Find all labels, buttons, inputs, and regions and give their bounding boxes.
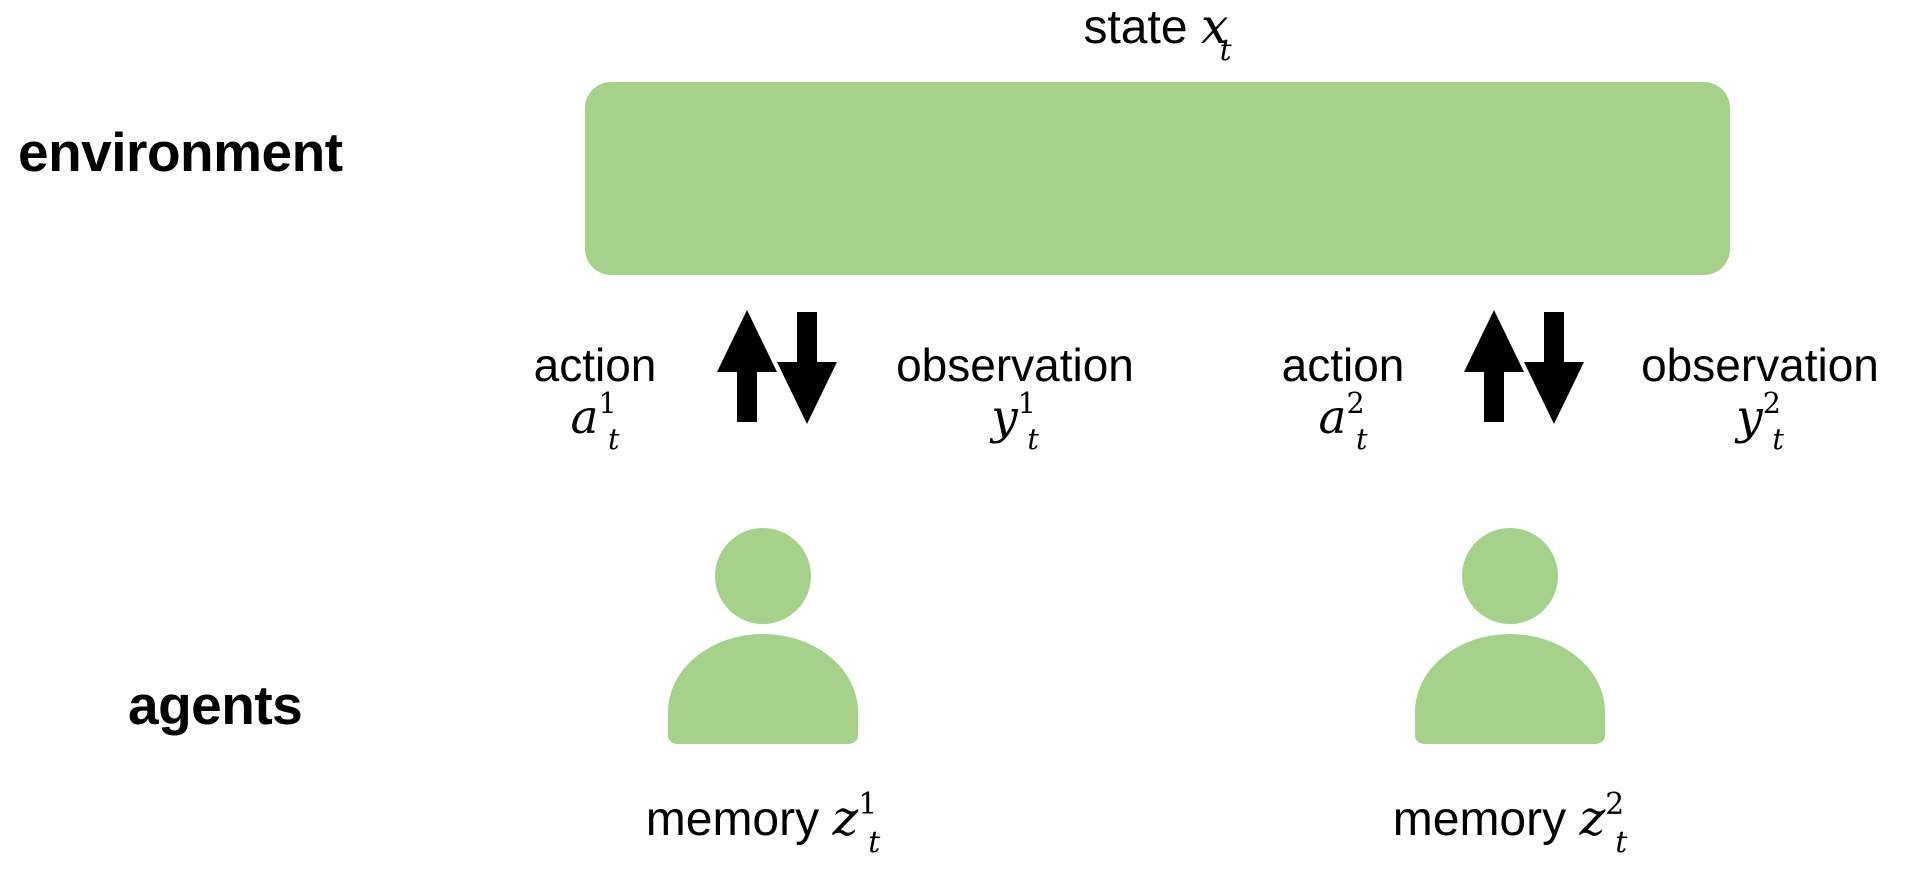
action-arrow-up-agent-1: [715, 310, 779, 422]
state-subscript: t: [1219, 33, 1232, 69]
action-label-agent-2: action a2t: [1248, 339, 1438, 456]
agents-row-label: agents: [128, 674, 303, 736]
action-label-agent-1: action a1t: [500, 339, 690, 456]
observation-label-agent-2: observation y2t: [1600, 339, 1920, 456]
environment-box: [585, 82, 1730, 275]
action-arrow-up-agent-2: [1462, 310, 1526, 422]
action-word-agent-1: action: [533, 339, 657, 391]
observation-arrow-down-agent-2: [1522, 312, 1586, 424]
memory-symbol-agent-2: z: [1579, 790, 1606, 847]
observation-arrow-down-agent-1: [775, 312, 839, 424]
memory-word-agent-1: memory: [645, 793, 820, 846]
observation-symbol-agent-1: y1t: [991, 386, 1039, 456]
observation-word-agent-1: observation: [896, 339, 1134, 391]
action-symbol-agent-2: a2t: [1318, 386, 1368, 456]
agent-figure-1: [668, 528, 858, 748]
person-icon-head-2: [1462, 528, 1558, 624]
observation-symbol-agent-2: y2t: [1736, 386, 1784, 456]
person-icon-body-2: [1415, 634, 1605, 744]
person-icon-head-1: [715, 528, 811, 624]
state-caption-text: state: [1083, 1, 1188, 54]
action-word-agent-2: action: [1281, 339, 1405, 391]
agent-figure-2: [1415, 528, 1605, 748]
memory-symbol-agent-1: z: [832, 790, 859, 847]
memory-label-agent-1: memory z1t: [645, 787, 881, 861]
person-icon-body-1: [668, 634, 858, 744]
memory-word-agent-2: memory: [1392, 793, 1567, 846]
observation-label-agent-1: observation y1t: [855, 339, 1175, 456]
action-symbol-agent-1: a1t: [570, 386, 620, 456]
observation-word-agent-2: observation: [1641, 339, 1879, 391]
memory-label-agent-2: memory z2t: [1392, 787, 1628, 861]
environment-row-label: environment: [18, 121, 343, 183]
state-caption: state xt: [585, 0, 1730, 66]
state-symbol: x: [1200, 0, 1229, 55]
